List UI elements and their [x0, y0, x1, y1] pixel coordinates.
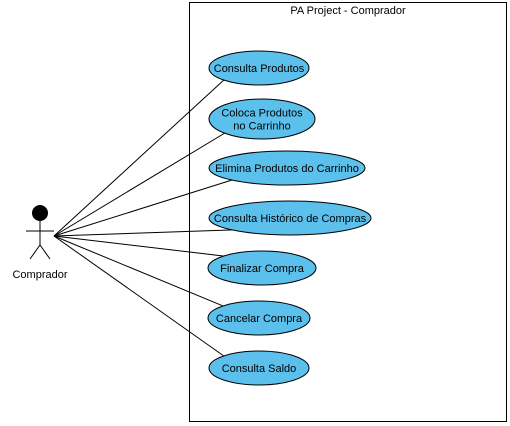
use-case-label: Consulta Saldo [222, 363, 297, 375]
use-case-ellipse [207, 250, 317, 286]
use-case-ellipse [208, 350, 310, 386]
use-case-cancelar-compra[interactable]: Cancelar Compra [207, 300, 311, 336]
actor-label: Comprador [12, 269, 67, 281]
use-case-label: Coloca Produtos [221, 108, 303, 120]
use-case-label: Cancelar Compra [216, 313, 303, 325]
actor-head [32, 205, 48, 221]
use-case-label: Finalizar Compra [220, 263, 305, 275]
association-line-cancelar-compra [53, 235, 224, 307]
use-case-label: no Carrinho [233, 121, 290, 133]
system-title: PA Project - Comprador [290, 5, 406, 17]
actor-left-leg [29, 244, 41, 260]
association-line-coloca-produtos-no-carrinho [53, 132, 226, 237]
association-line-consulta-produtos [53, 79, 225, 237]
association-line-elimina-produtos-do-carrinho [53, 179, 233, 237]
use-case-elimina-produtos-do-carrinho[interactable]: Elimina Produtos do Carrinho [208, 150, 366, 186]
use-case-ellipse [208, 50, 310, 86]
actor-comprador[interactable]: Comprador [12, 205, 68, 281]
use-case-consulta-produtos[interactable]: Consulta Produtos [208, 50, 310, 86]
use-case-consulta-historico-de-compras[interactable]: Consulta Histórico de Compras [208, 200, 372, 236]
use-case-ellipse [208, 98, 316, 140]
use-case-ellipse [208, 200, 372, 236]
association-line-consulta-saldo [53, 235, 225, 357]
association-lines [53, 79, 234, 357]
association-line-consulta-historico-de-compras [53, 229, 234, 237]
use-case-label: Elimina Produtos do Carrinho [215, 163, 359, 175]
use-case-ellipse [208, 150, 366, 186]
system-boundary [189, 2, 507, 422]
use-case-label: Consulta Produtos [214, 63, 305, 75]
association-line-finalizar-compra [53, 235, 225, 257]
use-case-consulta-saldo[interactable]: Consulta Saldo [208, 350, 310, 386]
actor-right-leg [39, 244, 51, 260]
use-case-ellipse [207, 300, 311, 336]
use-case-finalizar-compra[interactable]: Finalizar Compra [207, 250, 317, 286]
use-case-label: Consulta Histórico de Compras [214, 213, 367, 225]
